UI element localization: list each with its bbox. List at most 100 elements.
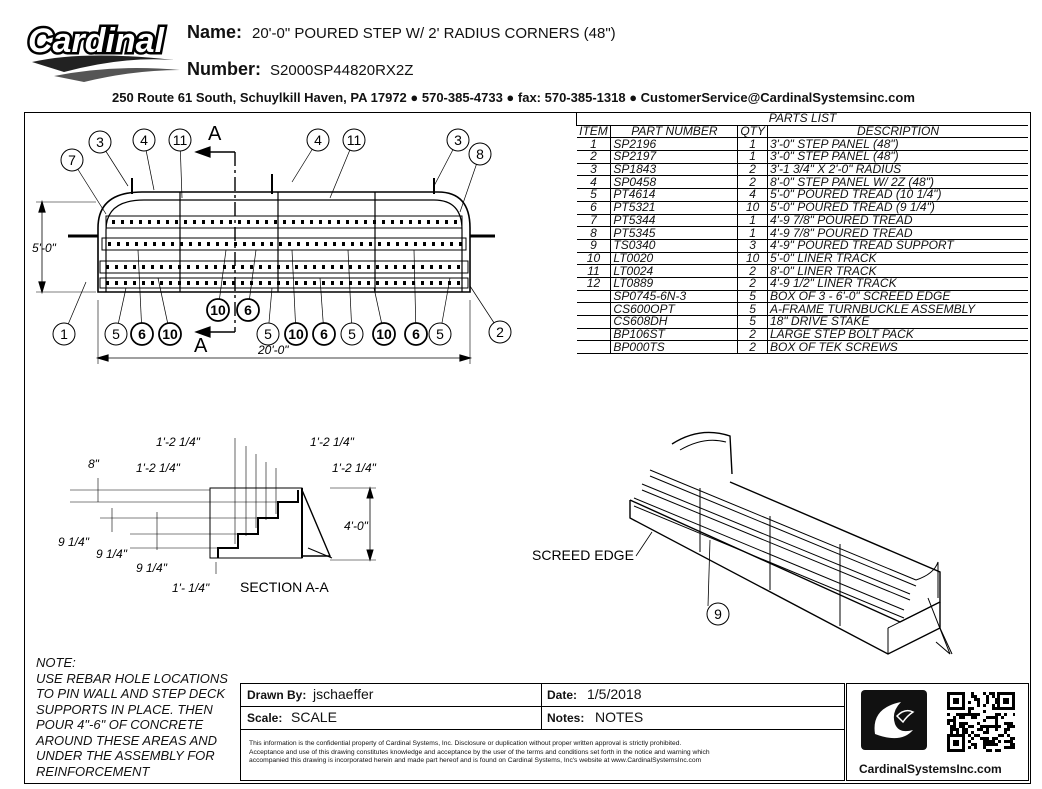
bolt-hole-mark: [373, 220, 376, 224]
logo-swoosh-icon: Cardinal: [26, 20, 180, 82]
item-cell: 4: [576, 175, 612, 190]
qr-module: [977, 722, 980, 725]
description-cell: 8'-0" STEP PANEL W/ 2Z (48"): [767, 175, 1028, 190]
qr-module: [980, 737, 983, 740]
bolt-hole-mark: [207, 242, 210, 246]
qr-module: [968, 707, 971, 710]
qr-module: [953, 725, 956, 728]
bolt-hole-mark: [108, 242, 111, 246]
qr-module: [980, 725, 983, 728]
plan-bottom-callout-circle: [52, 322, 76, 346]
qr-module: [971, 737, 974, 740]
qr-module: [977, 713, 980, 716]
qr-module: [995, 719, 998, 722]
bolt-hole-mark: [189, 242, 192, 246]
bolt-hole-mark: [112, 220, 115, 224]
legal-line-3: accompanied this drawing is incorporated…: [249, 757, 702, 764]
qr-module: [947, 722, 950, 725]
scale-label: Scale:: [247, 711, 283, 725]
parts-list: PARTS LIST ITEM PART NUMBER QTY DESCRIPT…: [576, 113, 1028, 355]
col-qty: QTY: [737, 125, 768, 139]
qr-module: [992, 692, 995, 695]
bolt-hole-mark: [157, 220, 160, 224]
bolt-hole-mark: [310, 220, 313, 224]
qty-cell: 4: [737, 188, 768, 202]
qr-module: [956, 728, 959, 731]
part-number-cell: LT0889: [610, 277, 739, 291]
qr-module: [992, 704, 995, 707]
part-number-cell: SP1843: [610, 163, 739, 177]
qr-module: [968, 734, 971, 737]
plan-bottom-leader-line: [291, 249, 297, 335]
bolt-hole-mark: [133, 281, 136, 285]
qr-module: [992, 740, 995, 743]
bolt-hole-mark: [277, 281, 280, 285]
bolt-hole-mark: [360, 242, 363, 246]
section-letter-top: A: [208, 123, 222, 145]
qr-module: [992, 725, 995, 728]
bolt-hole-mark: [160, 265, 163, 269]
bolt-hole-mark: [268, 281, 271, 285]
qr-module: [986, 725, 989, 728]
qr-module: [1001, 716, 1004, 719]
bolt-hole-mark: [454, 220, 457, 224]
qr-module: [998, 725, 1001, 728]
bolt-hole-mark: [421, 281, 424, 285]
bolt-hole-mark: [409, 220, 412, 224]
bolt-hole-mark: [391, 220, 394, 224]
qr-module: [974, 698, 977, 701]
bolt-hole-mark: [121, 220, 124, 224]
note-line-4: POUR 4"-6" OF CONCRETE: [36, 717, 204, 732]
qr-module: [959, 716, 962, 719]
qr-module: [995, 707, 998, 710]
qr-module: [983, 731, 986, 734]
qr-module: [995, 713, 998, 716]
plan-bottom-callout-circle: [372, 322, 396, 346]
plan-bottom-callout: 10: [206, 249, 230, 322]
plan-top-callout-circle: [168, 128, 192, 152]
item-cell: 5: [576, 188, 612, 202]
bolt-hole-mark: [459, 242, 462, 246]
bolt-hole-mark: [225, 242, 228, 246]
note-line-7: REINFORCEMENT: [36, 763, 150, 779]
qr-module: [968, 713, 971, 716]
description-cell: 4'-9 1/2" LINER TRACK: [767, 277, 1028, 291]
part-number-cell: SP2196: [610, 137, 739, 152]
plan-bottom-callout-label: 10: [162, 326, 178, 342]
bolt-hole-mark: [306, 242, 309, 246]
bolt-hole-mark: [286, 265, 289, 269]
bolt-hole-mark: [376, 281, 379, 285]
bolt-hole-mark: [151, 265, 154, 269]
bolt-hole-mark: [394, 281, 397, 285]
dim-r1: 9 1/4": [58, 535, 90, 549]
qty-cell: 5: [737, 290, 768, 304]
item-cell: 2: [576, 150, 612, 164]
bolt-hole-mark: [205, 265, 208, 269]
qty-cell: 10: [737, 252, 768, 266]
plan-bottom-callout-circle: [256, 322, 280, 346]
description-cell: 5'-0" LINER TRACK: [767, 252, 1028, 266]
qr-module: [989, 743, 992, 746]
qr-module: [962, 731, 965, 734]
bolt-hole-mark: [178, 281, 181, 285]
qty-cell: 2: [737, 328, 768, 342]
bolt-hole-mark: [238, 220, 241, 224]
description-cell: 3'-0" STEP PANEL (48"): [767, 137, 1028, 152]
bolt-hole-mark: [115, 281, 118, 285]
plan-top-callout-label: 8: [476, 146, 484, 162]
bolt-hole-mark: [232, 265, 235, 269]
description-cell: 4'-9 7/8" POURED TREAD: [767, 226, 1028, 240]
bolt-hole-mark: [333, 242, 336, 246]
qty-cell: 1: [737, 226, 768, 240]
bolt-hole-mark: [450, 242, 453, 246]
qr-module: [950, 725, 953, 728]
bolt-hole-mark: [162, 242, 165, 246]
bolt-hole-mark: [126, 242, 129, 246]
bolt-hole-mark: [340, 281, 343, 285]
qr-module: [968, 710, 971, 713]
qr-module: [974, 746, 977, 749]
